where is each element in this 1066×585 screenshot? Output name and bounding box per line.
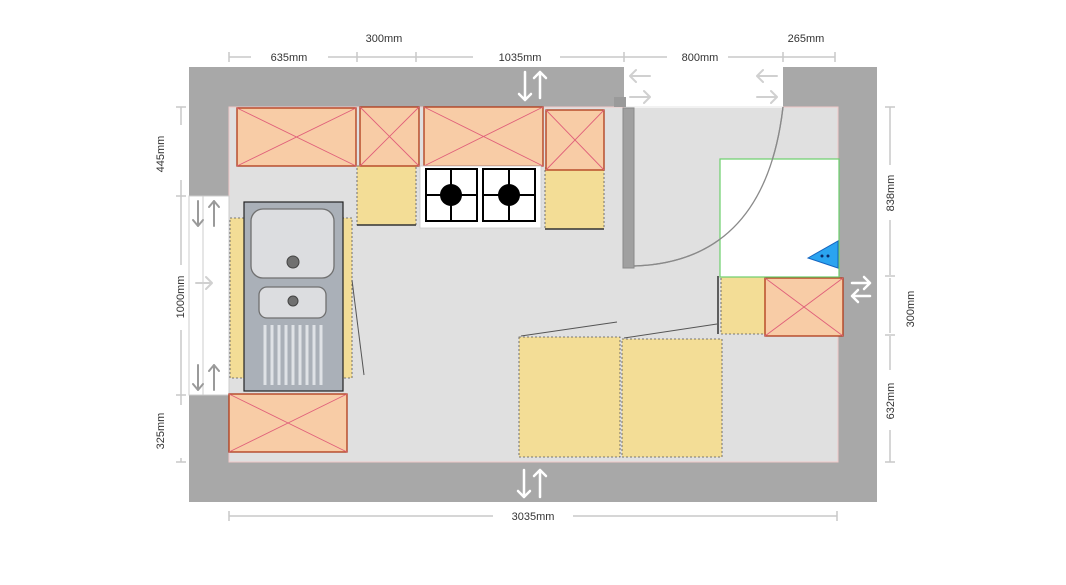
drainer-ribs bbox=[263, 325, 323, 385]
corner-marker-icon bbox=[806, 240, 839, 269]
hob-burner-icon bbox=[498, 184, 520, 206]
wall-cabinet-1[interactable] bbox=[236, 107, 357, 167]
dim-325mm: 325mm bbox=[155, 413, 167, 450]
door-leaf[interactable] bbox=[622, 107, 635, 269]
wall-cabinet-3[interactable] bbox=[423, 106, 544, 167]
island-right-door-line bbox=[623, 323, 718, 339]
sink-cabinet-door-line bbox=[351, 279, 365, 376]
wall-cabinet-4[interactable] bbox=[545, 109, 605, 171]
island-cabinet-left[interactable] bbox=[518, 336, 621, 458]
door-swing-arc-overlay bbox=[633, 106, 784, 267]
dim-1000mm: 1000mm bbox=[175, 276, 187, 319]
left-window[interactable] bbox=[188, 195, 230, 396]
dim-445mm: 445mm bbox=[155, 136, 167, 173]
base-cabinet-right[interactable] bbox=[720, 275, 766, 335]
wall-cabinet-5[interactable] bbox=[228, 393, 348, 453]
island-left-door-line bbox=[520, 321, 618, 337]
dim-300mm-right: 300mm bbox=[905, 291, 917, 328]
bottom-wall-arrows bbox=[516, 468, 548, 499]
window-arrows bbox=[192, 200, 220, 391]
dimensions-left bbox=[176, 106, 186, 463]
sink-drain-icon bbox=[286, 255, 300, 269]
sink-main-bowl bbox=[250, 208, 335, 279]
right-wall-arrows bbox=[850, 275, 872, 304]
top-wall-arrows bbox=[517, 70, 548, 102]
dim-800mm: 800mm bbox=[682, 52, 719, 64]
wall-cabinet-6[interactable] bbox=[764, 277, 844, 337]
hob[interactable] bbox=[419, 165, 542, 229]
dim-838mm: 838mm bbox=[885, 175, 897, 212]
top-door-opening[interactable] bbox=[624, 67, 783, 108]
sink[interactable] bbox=[243, 201, 344, 392]
dimensions-bottom bbox=[228, 511, 838, 521]
dim-265mm-top: 265mm bbox=[788, 33, 825, 45]
base-cabinet-top-right[interactable] bbox=[544, 167, 605, 230]
hob-burner-icon bbox=[440, 184, 462, 206]
dimensions-top-row1 bbox=[228, 52, 836, 62]
dim-635mm: 635mm bbox=[271, 52, 308, 64]
door-frame-post bbox=[614, 97, 626, 107]
dim-300mm-top: 300mm bbox=[366, 33, 403, 45]
dimensions-right bbox=[885, 106, 895, 463]
door-opening-arrows bbox=[629, 69, 778, 104]
dim-3035mm: 3035mm bbox=[512, 511, 555, 523]
sink-drain-icon bbox=[287, 295, 299, 307]
base-cabinet-top-left[interactable] bbox=[356, 165, 417, 226]
dim-632mm: 632mm bbox=[885, 383, 897, 420]
island-cabinet-right[interactable] bbox=[621, 338, 723, 458]
wall-cabinet-2[interactable] bbox=[359, 106, 420, 167]
dim-1035mm: 1035mm bbox=[499, 52, 542, 64]
